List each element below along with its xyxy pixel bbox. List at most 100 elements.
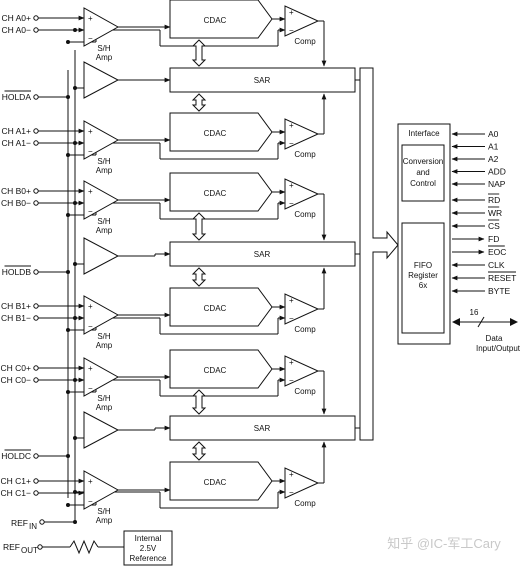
cdac-label: CDAC — [204, 366, 227, 375]
sar-cdac-double-arrow — [191, 212, 207, 241]
data-io-arrow-left — [452, 318, 460, 326]
control-input-label: A0 — [488, 129, 499, 139]
data-label: Input/Output — [476, 344, 521, 353]
sh-plus: + — [88, 364, 93, 373]
sh-amp-label: Amp — [96, 226, 113, 235]
junction-dot — [73, 316, 77, 320]
sh-plus: + — [88, 14, 93, 23]
comp-minus: − — [289, 26, 294, 35]
hold-label: HOLDA — [2, 92, 32, 102]
cdac-label: CDAC — [204, 16, 227, 25]
junction-dot — [73, 490, 77, 494]
junction-dot — [66, 213, 70, 217]
blocks — [83, 0, 518, 566]
channel-neg-label: CH C1− — [1, 488, 32, 498]
sh-minus: − — [88, 207, 93, 216]
ref-in-pin — [39, 519, 45, 525]
internal-reference-label: Internal — [135, 534, 162, 543]
sh-amp-label: Amp — [96, 341, 113, 350]
channel-neg-label: CH B1− — [1, 313, 31, 323]
sar-cdac-double-arrow — [191, 389, 207, 415]
control-input-label: A1 — [488, 142, 499, 152]
fifo-label: Register — [408, 271, 438, 280]
sh-amp-label: Amp — [96, 516, 113, 525]
control-pin-label: EOC — [488, 247, 506, 257]
junction-dot — [73, 86, 77, 90]
comp-plus: + — [289, 296, 294, 305]
comp-minus: − — [289, 488, 294, 497]
junction-dot — [66, 153, 70, 157]
conversion-control-label: and — [416, 168, 429, 177]
channel-pos-label: CH A1+ — [1, 126, 31, 136]
cdac-label: CDAC — [204, 129, 227, 138]
cdac-label: CDAC — [204, 304, 227, 313]
sar-block — [169, 67, 356, 93]
sh-plus: + — [88, 477, 93, 486]
junction-dot — [66, 95, 70, 99]
conversion-control-label: Conversion — [403, 157, 443, 166]
comp-label: Comp — [294, 325, 316, 334]
input-pin — [33, 27, 39, 33]
sar-block — [169, 415, 356, 441]
input-pin — [33, 490, 39, 496]
sh-amp-label: Amp — [96, 166, 113, 175]
junction-dot — [73, 28, 77, 32]
sar-cdac-double-arrow — [191, 39, 207, 67]
control-pin-label: WR — [488, 208, 502, 218]
comp-plus: + — [289, 181, 294, 190]
comparator — [284, 118, 320, 150]
cdac-block — [169, 112, 273, 152]
internal-reference-block — [123, 530, 173, 566]
control-input-label: A2 — [488, 154, 499, 164]
cdac-label: CDAC — [204, 478, 227, 487]
sh-minus: − — [88, 322, 93, 331]
input-pin — [33, 315, 39, 321]
hold-amp — [83, 411, 120, 449]
resistor — [69, 539, 99, 555]
internal-reference-label: 2.5V — [140, 544, 157, 553]
ref-out-pin — [37, 544, 43, 550]
sh-amp-label: Amp — [96, 53, 113, 62]
data-label: Data — [486, 334, 503, 343]
hold-pin — [33, 94, 39, 100]
cdac-block — [169, 0, 273, 39]
sar-cdac-double-arrow — [191, 267, 207, 287]
data-bus-arrow — [359, 67, 399, 441]
wires — [33, 15, 515, 555]
ref-in-label: REF — [11, 518, 28, 528]
channel-neg-label: CH C0− — [1, 375, 32, 385]
sh-plus: + — [88, 127, 93, 136]
fifo-label: 6x — [419, 281, 427, 290]
channel-pos-label: CH A0+ — [1, 13, 31, 23]
junction-dot — [66, 390, 70, 394]
junction-dot — [73, 262, 77, 266]
cdac-block — [169, 172, 273, 212]
junction-dot — [73, 378, 77, 382]
sar-label: SAR — [254, 76, 271, 85]
comp-label: Comp — [294, 387, 316, 396]
input-pin — [33, 128, 39, 134]
comp-plus: + — [289, 470, 294, 479]
cdac-block — [169, 461, 273, 501]
conversion-control-label: Control — [410, 179, 436, 188]
hold-pin — [33, 453, 39, 459]
comp-label: Comp — [294, 499, 316, 508]
comp-label: Comp — [294, 210, 316, 219]
sh-amp — [83, 7, 120, 47]
input-pin — [33, 200, 39, 206]
sh-amp — [83, 295, 120, 335]
sh-amp-label: S/H — [97, 157, 111, 166]
sh-amp-label: Amp — [96, 403, 113, 412]
sh-minus: − — [88, 147, 93, 156]
fifo-block — [401, 222, 445, 334]
sh-minus: − — [88, 497, 93, 506]
input-pin — [33, 140, 39, 146]
cdac-label: CDAC — [204, 189, 227, 198]
control-pin-label: BYTE — [488, 286, 511, 296]
control-input-label: NAP — [488, 179, 506, 189]
comp-minus: − — [289, 376, 294, 385]
junction-dot — [66, 270, 70, 274]
sar-cdac-double-arrow — [191, 441, 207, 461]
comp-minus: − — [289, 314, 294, 323]
